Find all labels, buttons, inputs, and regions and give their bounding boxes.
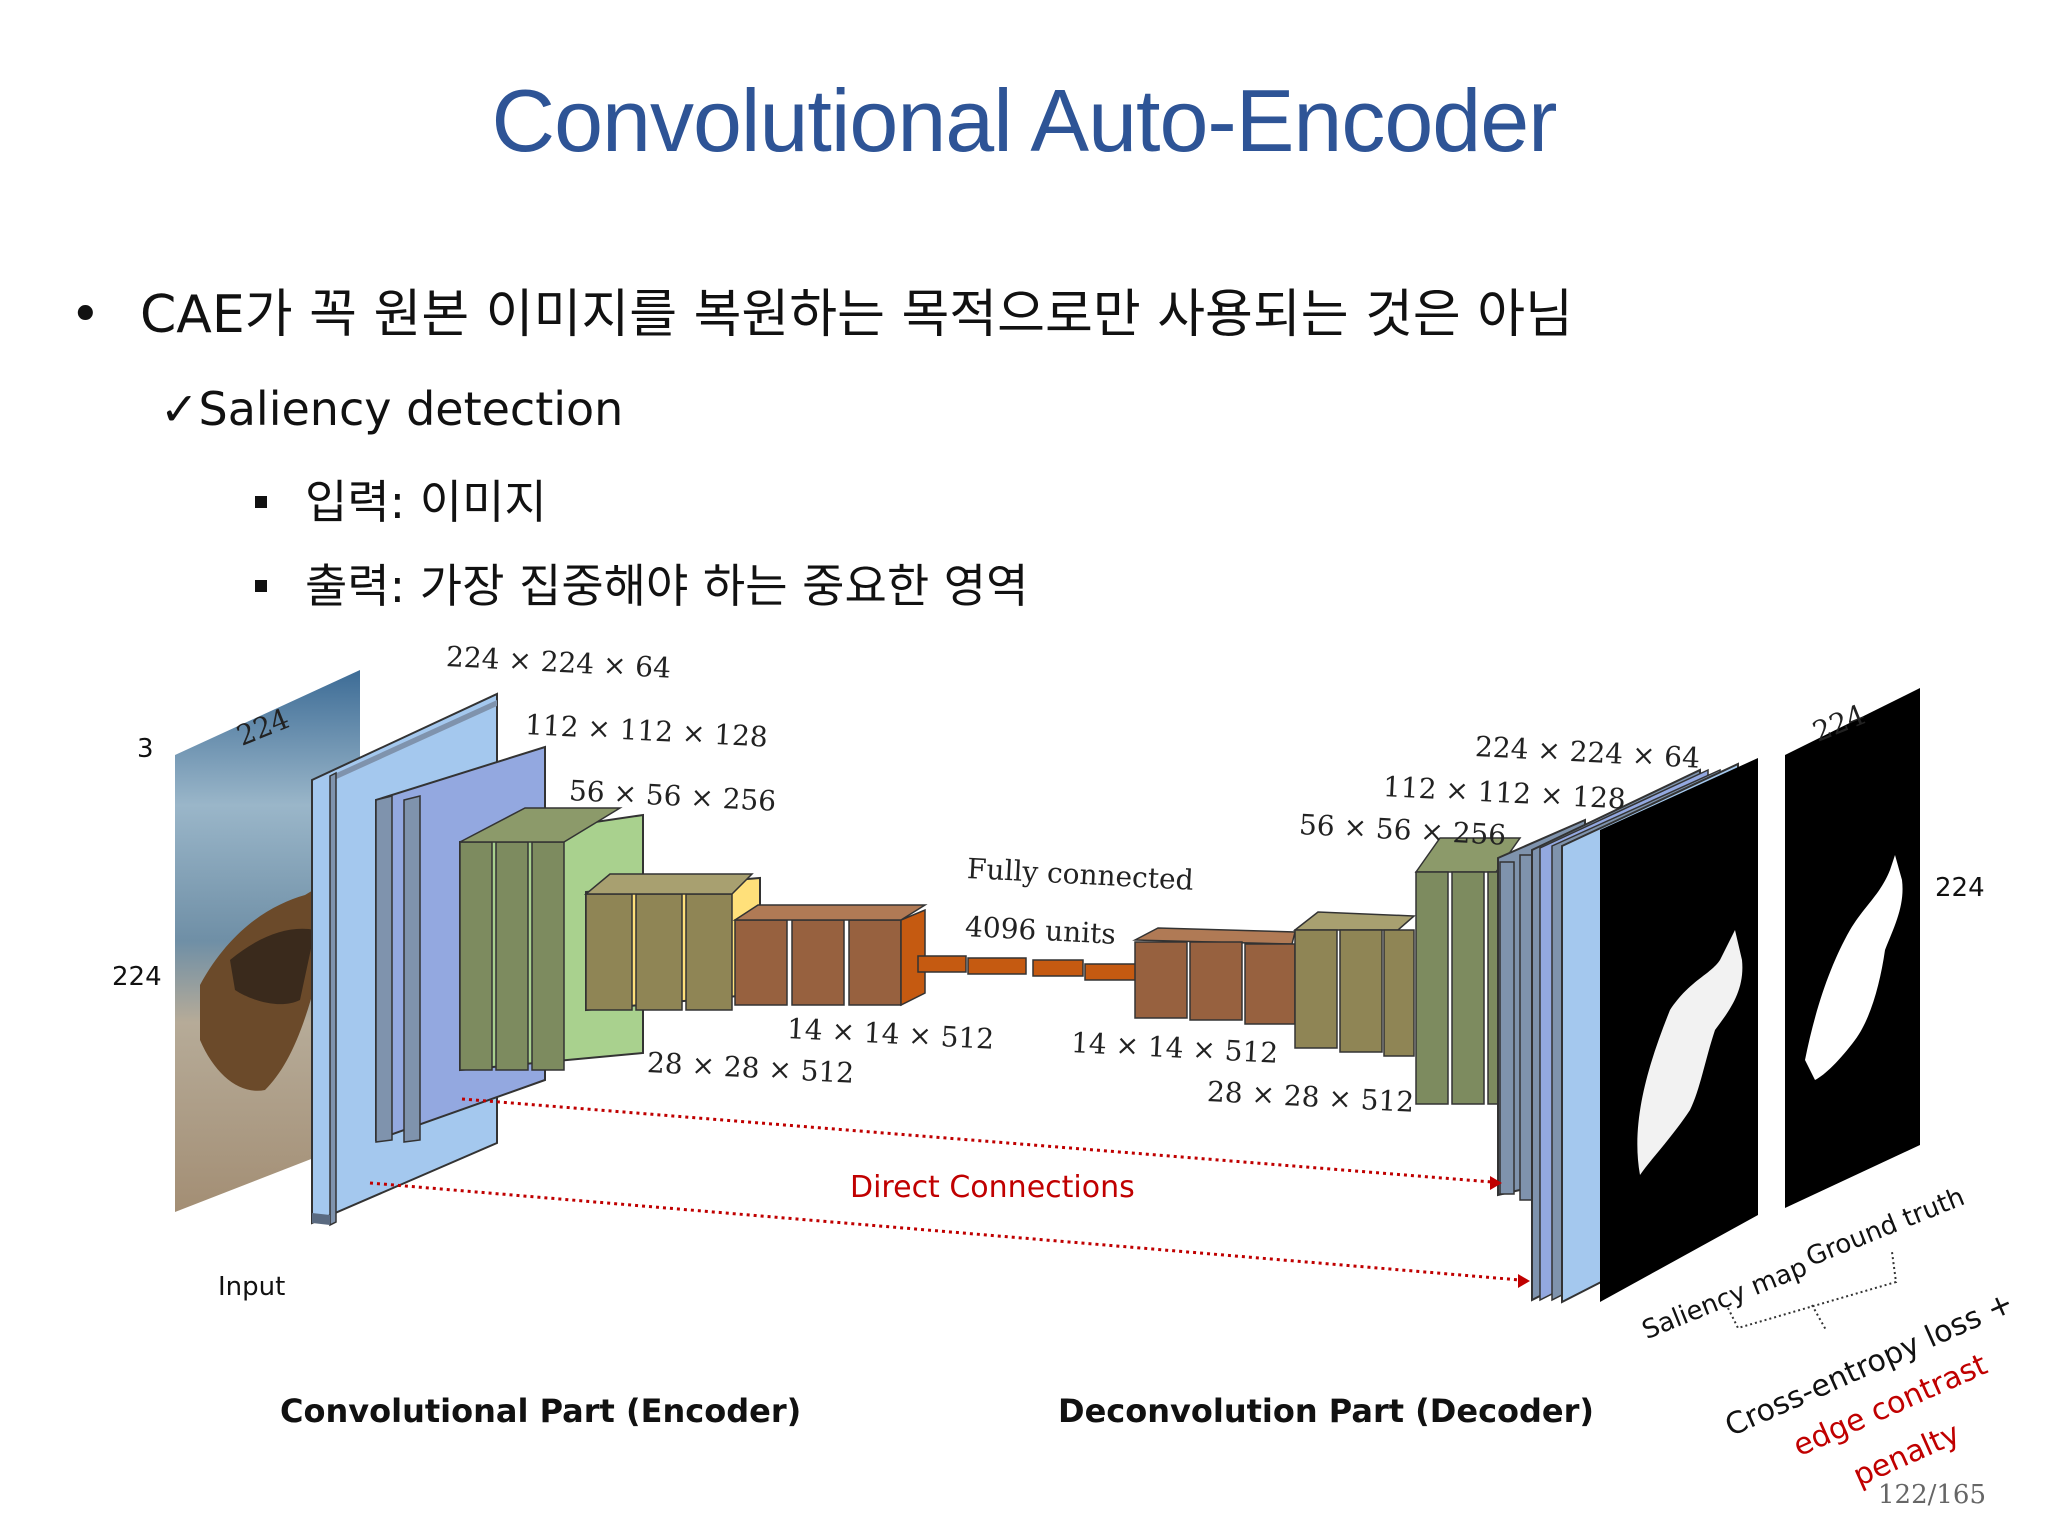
- ground-truth-image: [1785, 688, 1920, 1208]
- encoder-block-512b: [732, 904, 928, 1007]
- sub-item-text: 입력: 이미지: [305, 475, 547, 529]
- input-depth-label: 3: [137, 734, 154, 764]
- bullet-1: • CAE가 꼭 원본 이미지를 복원하는 목적으로만 사용되는 것은 아님: [70, 272, 1573, 347]
- input-label: Input: [218, 1272, 286, 1302]
- sub-item-output: 출력: 가장 집중해야 하는 중요한 영역: [255, 550, 1028, 616]
- sub-item-text: 출력: 가장 집중해야 하는 중요한 영역: [305, 559, 1029, 613]
- sub-bullet-text: Saliency detection: [198, 382, 624, 436]
- fully-connected-layers: [917, 955, 1138, 981]
- decoder-block-256: [1414, 837, 1522, 1105]
- bullet-dot: •: [70, 285, 101, 345]
- sub-bullet-saliency: ✓Saliency detection: [160, 382, 623, 436]
- encoder-caption: Convolutional Part (Encoder): [280, 1392, 802, 1430]
- square-bullet-icon: [255, 579, 267, 592]
- page-number: 122/165: [1877, 1480, 1986, 1510]
- encoder-block-512a: [583, 873, 761, 1012]
- sub-item-input: 입력: 이미지: [255, 466, 547, 532]
- decoder-block-512a: [1292, 911, 1416, 1057]
- decoder-block-512b: [1132, 927, 1296, 1025]
- check-icon: ✓: [160, 382, 199, 436]
- bullet-1-text: CAE가 꼭 원본 이미지를 복원하는 목적으로만 사용되는 것은 아님: [140, 285, 1573, 345]
- decoder-caption: Deconvolution Part (Decoder): [1058, 1392, 1595, 1430]
- direct-connection-arrows: [369, 1097, 1530, 1288]
- saliency-map-image: [1600, 758, 1758, 1302]
- slide-title: Convolutional Auto-Encoder: [491, 71, 1558, 170]
- direct-connections-label: Direct Connections: [850, 1170, 1135, 1205]
- output-height-label: 224: [1935, 873, 1985, 903]
- input-height-label: 224: [112, 962, 162, 992]
- loss-bracket: [1727, 1251, 1898, 1331]
- square-bullet-icon: [255, 495, 267, 508]
